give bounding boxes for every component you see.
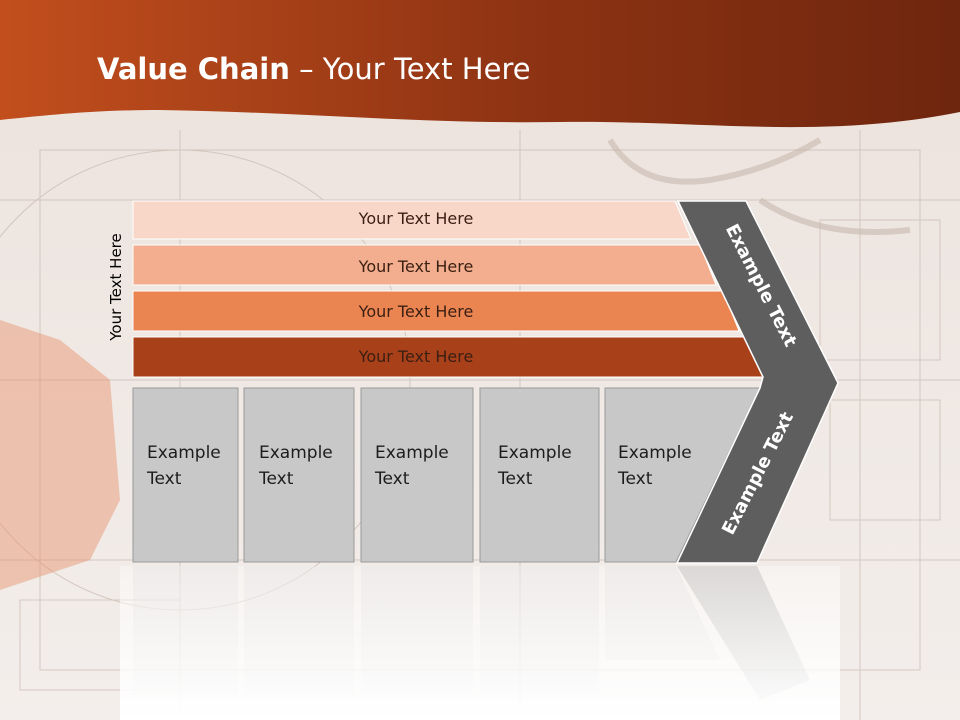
box-5-line1: Example [618,443,692,463]
header-band [0,0,960,128]
box-3-line1: Example [375,443,449,463]
box-4 [479,387,600,563]
box-4-line2: Text [497,469,533,489]
box-2-line1: Example [259,443,333,463]
box-3-line2: Text [374,469,410,489]
chevron-arrow [675,200,839,564]
bar-2 [132,244,717,286]
bars-group: Your Text Here Your Text Here Your Text … [132,200,764,378]
bar-1 [132,200,692,240]
bar-1-label: Your Text Here [358,209,474,228]
slide-title-rest: – Your Text Here [289,52,531,86]
slide-title: Value Chain – Your Text Here [97,52,531,86]
box-1-line1: Example [147,443,221,463]
side-label: Your Text Here [107,233,125,341]
box-2-line2: Text [258,469,294,489]
box-3 [360,387,474,563]
box-4-line1: Example [498,443,572,463]
box-2 [243,387,355,563]
box-5-line2: Text [617,469,653,489]
drill-image [0,320,120,590]
bar-3 [132,290,740,332]
bar-2-label: Your Text Here [358,257,474,276]
boxes-group: Example Text Example Text Example Text E… [132,387,761,563]
bar-4-label: Your Text Here [358,347,474,366]
bar-3-label: Your Text Here [358,302,474,321]
slide-title-bold: Value Chain [97,52,290,86]
box-1-line2: Text [146,469,182,489]
reflection-fade [120,566,840,720]
box-5 [604,387,761,563]
box-1 [132,387,239,563]
